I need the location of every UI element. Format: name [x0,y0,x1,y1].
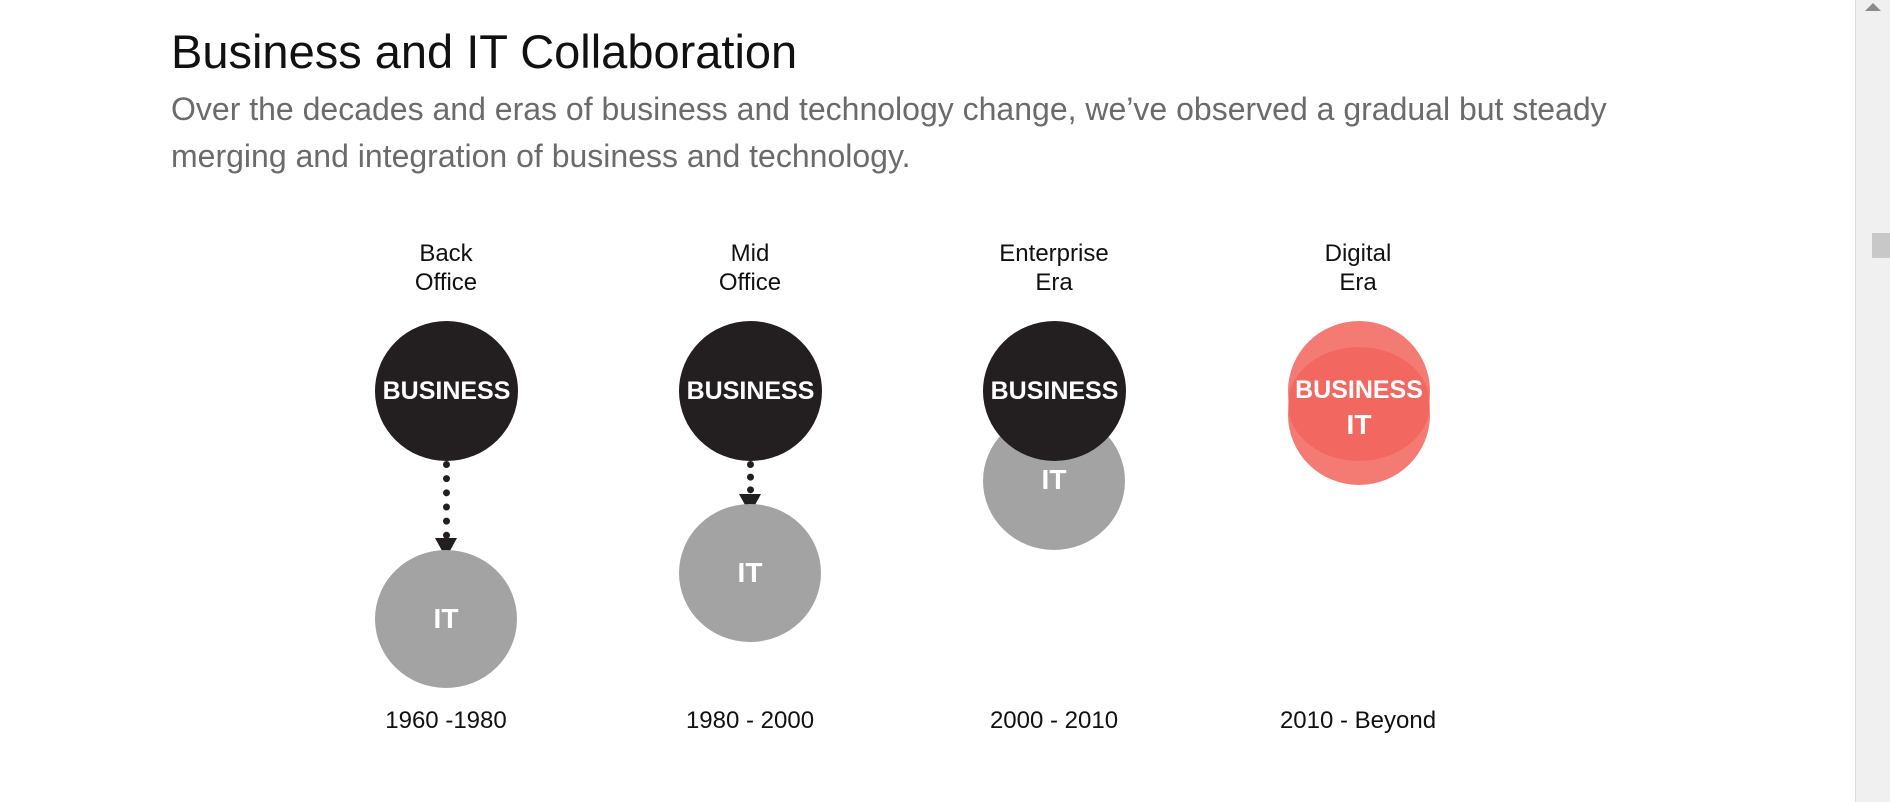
arrow-line [443,461,450,553]
vertical-scrollbar[interactable] [1855,0,1890,802]
era-label-mid-office: Mid Office [640,239,860,297]
era-label-back-office: Back Office [336,239,556,297]
era-period: 1960 -1980 [385,707,507,734]
era-period: 1980 - 2000 [685,707,815,734]
era-label-enterprise-era: Enterprise Era [944,239,1164,297]
page-subtitle: Over the decades and eras of business an… [171,91,1607,174]
merged-it-label: IT [1346,409,1372,440]
business-circle: BUSINESS [679,321,822,461]
era-label-line1: Digital [1324,240,1392,267]
page-title: Business and IT Collaboration [171,25,798,78]
merged-circle-overlap [1288,347,1430,461]
era-label-line2: Office [718,269,782,296]
era-label-digital-era: Digital Era [1248,239,1468,297]
era-label-line2: Era [1035,269,1073,296]
arrow-line [747,461,754,506]
business-circle: BUSINESS [983,321,1126,461]
era-label-line2: Era [1339,269,1377,296]
era-label-line1: Mid [730,240,770,267]
triangle-up-icon[interactable] [1865,3,1881,11]
era-label-line1: Enterprise [999,240,1109,267]
era-period: 2010 - Beyond [1279,707,1437,734]
business-circle: BUSINESS [375,321,518,461]
era-label-line1: Back [419,240,473,267]
scrollbar-thumb[interactable] [1872,233,1890,258]
era-period: 2000 - 2010 [989,707,1119,734]
it-circle: IT [679,504,821,642]
merged-business-label: BUSINESS [1295,376,1423,404]
era-label-line2: Office [414,269,478,296]
it-circle: IT [375,550,517,688]
